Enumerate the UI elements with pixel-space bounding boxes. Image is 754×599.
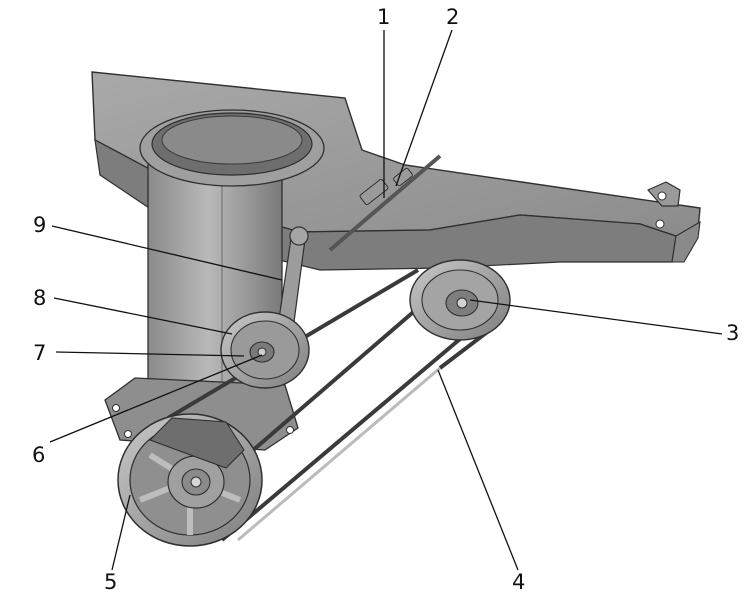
callout-3: 3 (726, 321, 739, 345)
leader-9 (51, 225, 283, 281)
leader-8 (53, 297, 233, 335)
callout-9: 9 (33, 213, 46, 237)
leader-5 (111, 494, 131, 571)
leader-2 (395, 29, 453, 187)
idler-pulley (409, 259, 511, 341)
leader-6 (49, 354, 263, 443)
callout-2: 2 (446, 5, 459, 29)
callout-7: 7 (33, 341, 46, 365)
callout-8: 8 (33, 286, 46, 310)
callout-4: 4 (512, 570, 525, 594)
leader-7 (55, 351, 245, 357)
callout-leaders (49, 29, 723, 571)
leader-4 (437, 369, 519, 571)
callout-1: 1 (377, 5, 390, 29)
tensioner-pulley (220, 311, 310, 389)
callout-6: 6 (32, 443, 45, 467)
drive-wheel (117, 413, 263, 547)
leader-3 (469, 299, 723, 335)
callout-5: 5 (104, 570, 117, 594)
callout-numbers: 1 2 3 4 5 6 7 8 9 (32, 5, 739, 594)
